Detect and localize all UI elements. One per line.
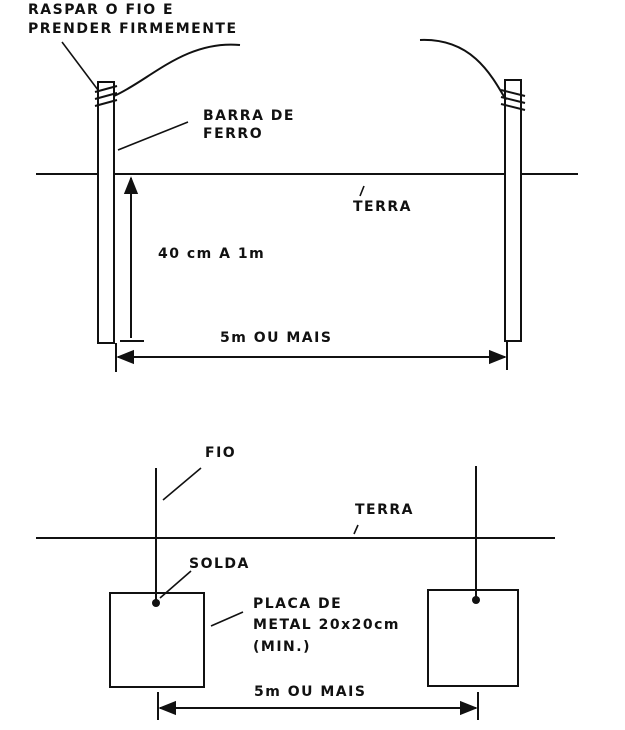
wire-label-leader <box>162 467 202 501</box>
note-line-2: PRENDER FIRMEMENTE <box>28 21 238 37</box>
wire-right <box>419 38 507 101</box>
ground-label-leader-bottom <box>353 524 359 535</box>
rod-label-line-1: BARRA DE <box>203 108 295 124</box>
rod-spacing-label: 5m OU MAIS <box>220 330 332 346</box>
solder-label-leader <box>159 570 192 599</box>
plate-spacing-label: 5m OU MAIS <box>254 684 366 700</box>
plate-label-leader <box>210 611 244 627</box>
wire-label: FIO <box>205 445 236 461</box>
rod-label-leader <box>117 121 189 151</box>
ground-label-top: TERRA <box>353 199 412 215</box>
iron-rod-right <box>504 79 522 342</box>
plate-label-line-2: METAL 20x20cm <box>253 617 400 633</box>
rod-grounding-diagram: RASPAR O FIO E PRENDER FIRMEMENTE BARRA … <box>28 2 578 372</box>
solder-label: SOLDA <box>189 556 250 572</box>
note-leader <box>61 41 99 91</box>
metal-plate-right <box>427 589 519 687</box>
wire-left <box>113 43 241 97</box>
ground-label-bottom: TERRA <box>355 502 414 518</box>
plate-label-line-1: PLACA DE <box>253 596 342 612</box>
plate-label-line-3: (MIN.) <box>253 639 311 655</box>
wire-wrap-left <box>94 85 118 107</box>
metal-plate-left <box>109 592 205 688</box>
rod-label-line-2: FERRO <box>203 126 263 142</box>
ground-label-leader-top <box>359 185 365 197</box>
solder-point-right <box>472 596 480 604</box>
plate-grounding-diagram: FIO TERRA SOLDA PLACA DE METAL 20x20cm (… <box>36 445 555 720</box>
solder-point-left <box>152 599 160 607</box>
note-line-1: RASPAR O FIO E <box>28 2 174 18</box>
iron-rod-left <box>97 81 115 344</box>
depth-label: 40 cm A 1m <box>158 246 265 262</box>
